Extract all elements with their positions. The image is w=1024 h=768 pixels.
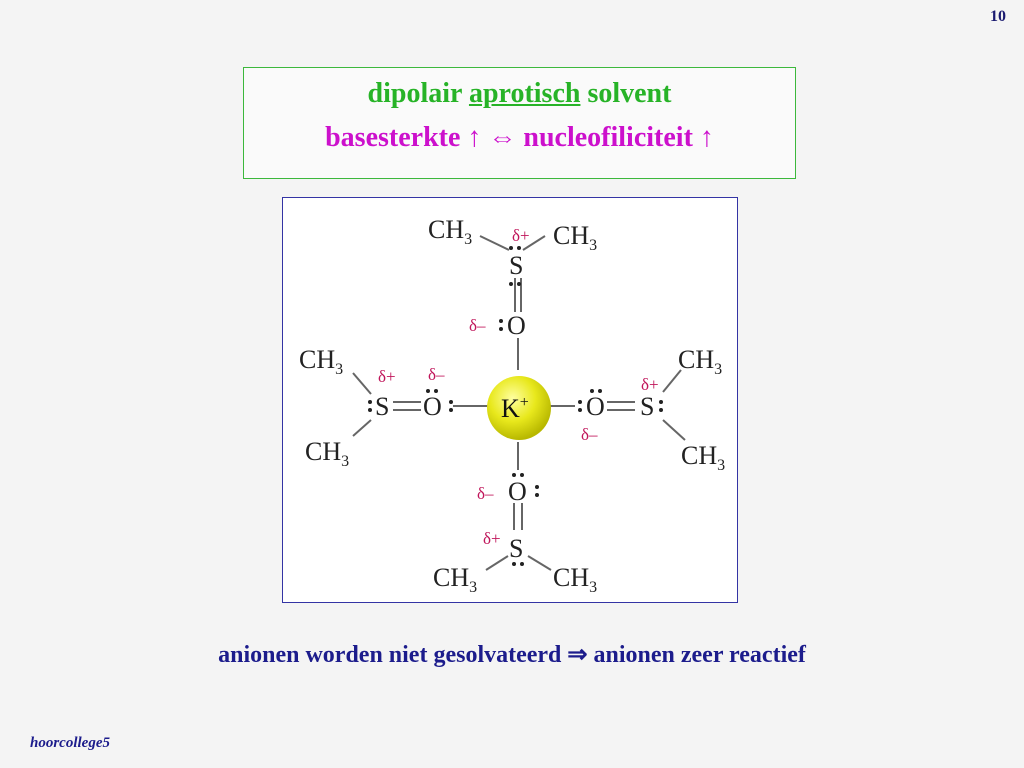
potassium-sphere <box>487 376 551 440</box>
footer-label: hoorcollege5 <box>30 735 110 751</box>
methyl-left-bottom: CH3 <box>305 437 349 470</box>
dmso-top: CH3 CH3 δ+ S δ– O <box>428 215 597 370</box>
delta-minus-bottom: δ– <box>477 484 494 503</box>
slide-number: 10 <box>990 8 1006 25</box>
sulfur-right: S <box>640 392 654 421</box>
conclusion-statement: anionen worden niet gesolvateerd ⇒ anion… <box>218 642 806 668</box>
sulfur-left: S <box>375 392 389 421</box>
dmso-bottom: δ– O δ+ S CH3 CH3 <box>433 442 597 596</box>
title-word-aprotisch: aprotisch <box>468 78 581 109</box>
title-line-1: dipolair aprotisch solvent <box>244 78 795 110</box>
delta-minus-left: δ– <box>428 365 445 384</box>
oxygen-left: O <box>423 392 442 421</box>
title-box: dipolair aprotisch solvent basesterkte ↑… <box>243 67 796 179</box>
dmso-right: CH3 CH3 δ+ δ– O S <box>535 345 725 474</box>
oxygen-top: O <box>507 311 526 340</box>
delta-minus-top: δ– <box>469 316 486 335</box>
delta-plus-left: δ+ <box>378 367 396 386</box>
methyl-right-bottom: CH3 <box>681 441 725 474</box>
diagram-svg: CH3 CH3 δ+ S δ– O CH3 CH3 δ+ δ– S O <box>299 215 725 596</box>
delta-plus-bottom: δ+ <box>483 529 501 548</box>
methyl-left-top: CH3 <box>299 345 343 378</box>
dmso-solvation-diagram: CH3 CH3 δ+ S δ– O CH3 CH3 δ+ δ– S O <box>282 197 738 603</box>
oxygen-bottom: O <box>508 477 527 506</box>
sulfur-top: S <box>509 251 523 280</box>
sulfur-bottom: S <box>509 534 523 563</box>
title-line-2: basesterkte ↑ ⇔ nucleofiliciteit ↑ <box>325 122 714 153</box>
title-word-dipolair: dipolair <box>367 78 462 109</box>
potassium-label: K+ <box>501 394 529 423</box>
methyl-top-right: CH3 <box>553 221 597 254</box>
delta-plus-right: δ+ <box>641 375 659 394</box>
methyl-top-left: CH3 <box>428 215 472 248</box>
methyl-bottom-left: CH3 <box>433 563 477 596</box>
delta-minus-right: δ– <box>581 425 598 444</box>
methyl-bottom-right: CH3 <box>553 563 597 596</box>
delta-plus-top: δ+ <box>512 226 530 245</box>
potassium-ion: K+ <box>487 376 551 440</box>
dmso-left: CH3 CH3 δ+ δ– S O <box>299 345 488 470</box>
methyl-right-top: CH3 <box>678 345 722 378</box>
title-word-solvent: solvent <box>587 78 672 109</box>
oxygen-right: O <box>586 392 605 421</box>
